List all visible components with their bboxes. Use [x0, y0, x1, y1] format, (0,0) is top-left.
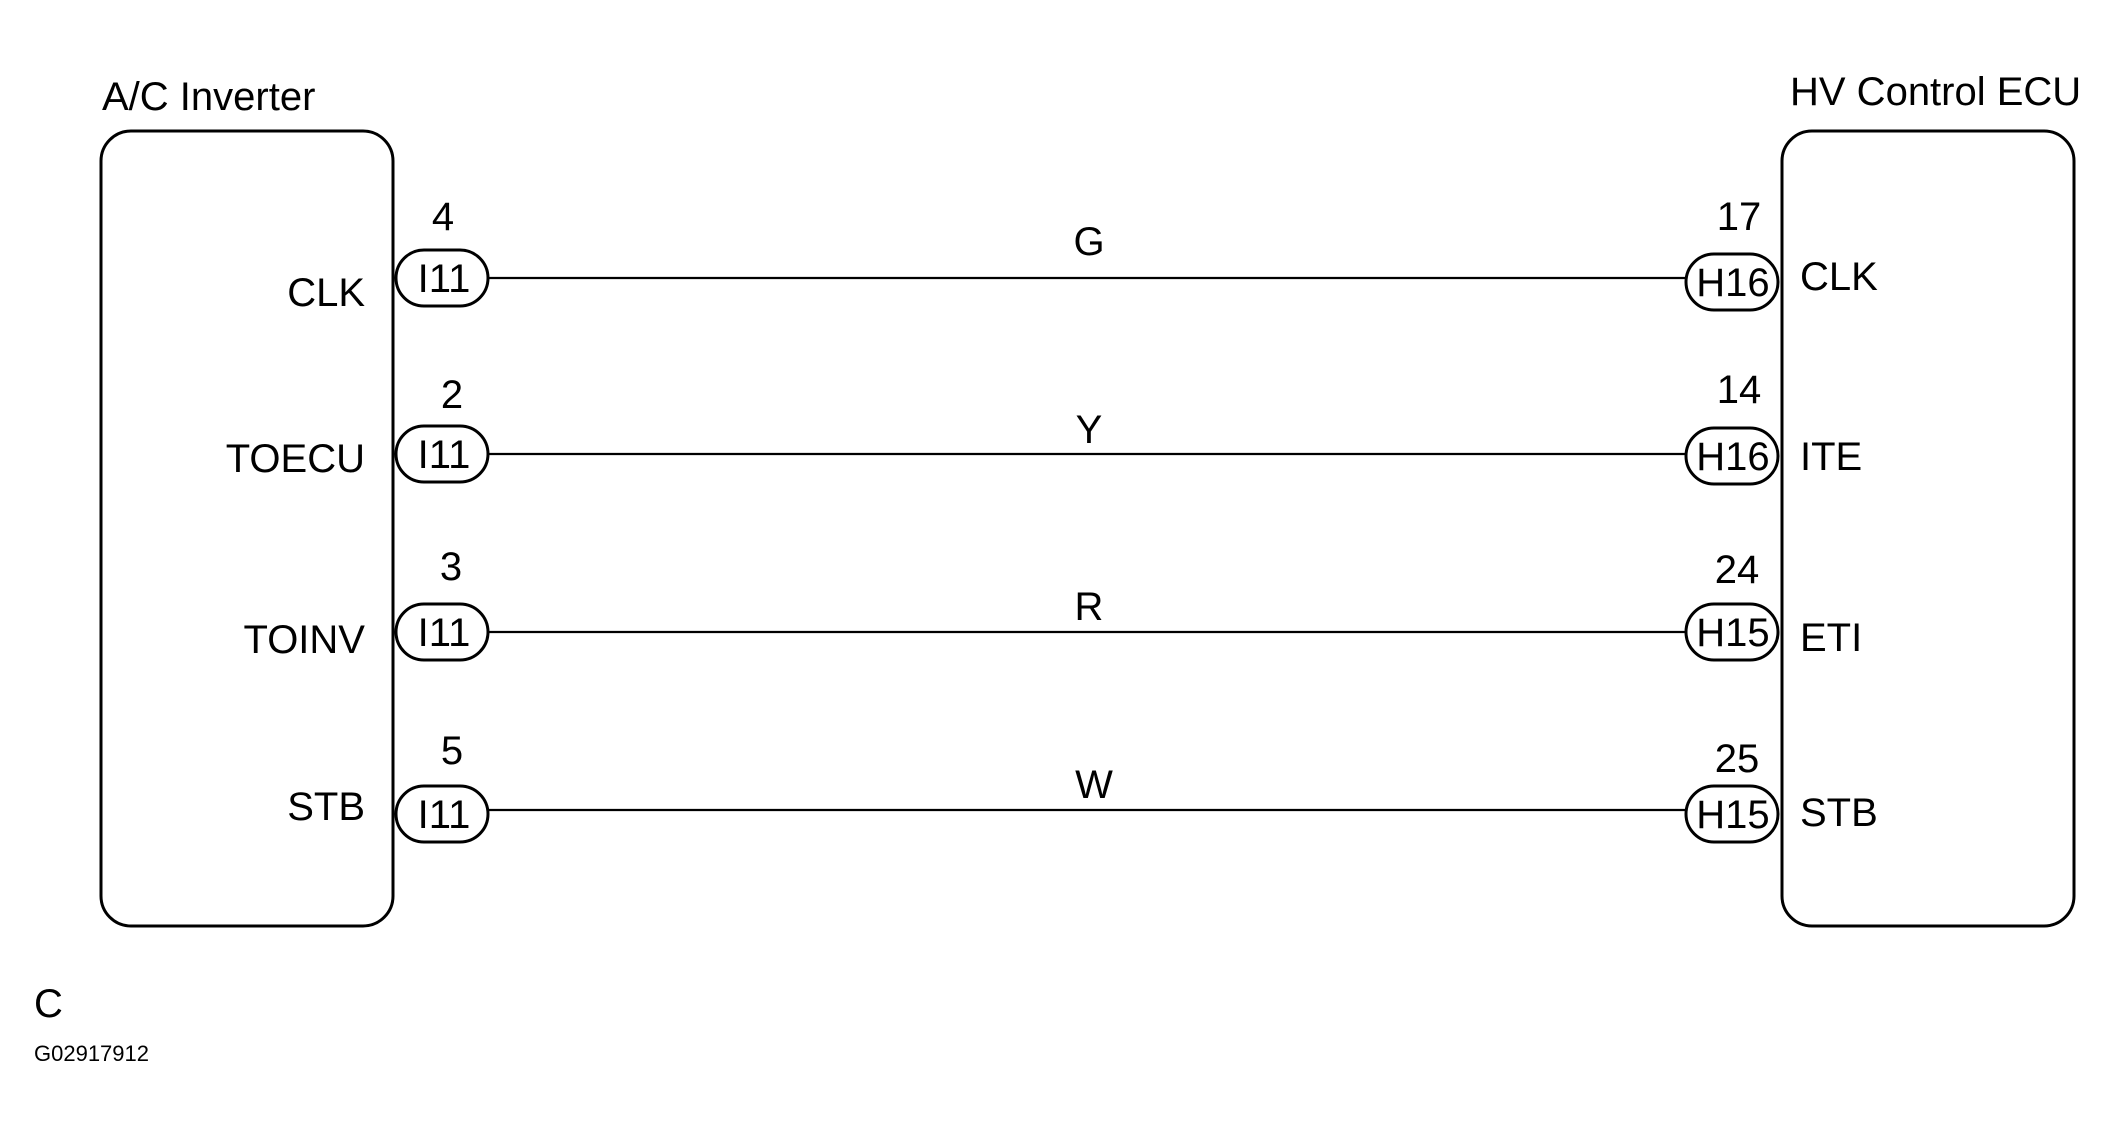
left-pin-name: TOECU — [226, 437, 365, 481]
left-connector — [394, 602, 490, 662]
wire-row-1: G CLK 4 I11 17 H16 CLK — [287, 195, 1878, 315]
right-connector — [1684, 426, 1780, 486]
left-component-box — [99, 129, 395, 928]
right-connector-label: H15 — [1696, 793, 1769, 837]
wire-color-label: R — [1075, 585, 1104, 629]
footer-letter: C — [34, 982, 63, 1026]
left-connector — [394, 784, 490, 844]
wire-row-2: Y TOECU 2 I11 14 H16 ITE — [226, 368, 1862, 486]
right-pin-number: 17 — [1717, 195, 1762, 239]
right-connector — [1684, 602, 1780, 662]
right-component-title: HV Control ECU — [1790, 70, 2081, 114]
right-pin-name: ETI — [1800, 616, 1862, 660]
right-connector-label: H16 — [1696, 435, 1769, 479]
left-connector — [394, 424, 490, 484]
left-pin-number: 4 — [432, 195, 454, 239]
left-pin-number: 5 — [441, 729, 463, 773]
wire-row-4: W STB 5 I11 25 H15 STB — [287, 729, 1878, 844]
right-pin-number: 14 — [1717, 368, 1762, 412]
right-connector — [1684, 252, 1780, 312]
left-pin-name: STB — [287, 785, 365, 829]
left-connector-label: I11 — [418, 611, 471, 655]
wire-row-3: R TOINV 3 I11 24 H15 ETI — [243, 545, 1862, 662]
right-pin-number: 25 — [1715, 737, 1760, 781]
footer-code: G02917912 — [34, 1041, 149, 1066]
right-component-box — [1780, 129, 2076, 928]
right-pin-name: STB — [1800, 791, 1878, 835]
left-pin-number: 3 — [440, 545, 462, 589]
wire-color-label: G — [1073, 220, 1104, 264]
wire-color-label: Y — [1076, 408, 1103, 452]
left-pin-name: CLK — [287, 271, 365, 315]
right-pin-name: ITE — [1800, 435, 1862, 479]
left-connector-label: I11 — [418, 793, 471, 837]
right-connector-label: H16 — [1696, 261, 1769, 305]
left-connector — [394, 248, 490, 308]
left-connector-label: I11 — [418, 257, 471, 301]
right-connector-label: H15 — [1696, 611, 1769, 655]
left-component-title: A/C Inverter — [102, 75, 315, 119]
left-pin-number: 2 — [441, 373, 463, 417]
right-pin-name: CLK — [1800, 255, 1878, 299]
left-pin-name: TOINV — [243, 618, 365, 662]
right-connector — [1684, 784, 1780, 844]
left-connector-label: I11 — [418, 433, 471, 477]
right-pin-number: 24 — [1715, 548, 1760, 592]
wire-color-label: W — [1075, 763, 1113, 807]
